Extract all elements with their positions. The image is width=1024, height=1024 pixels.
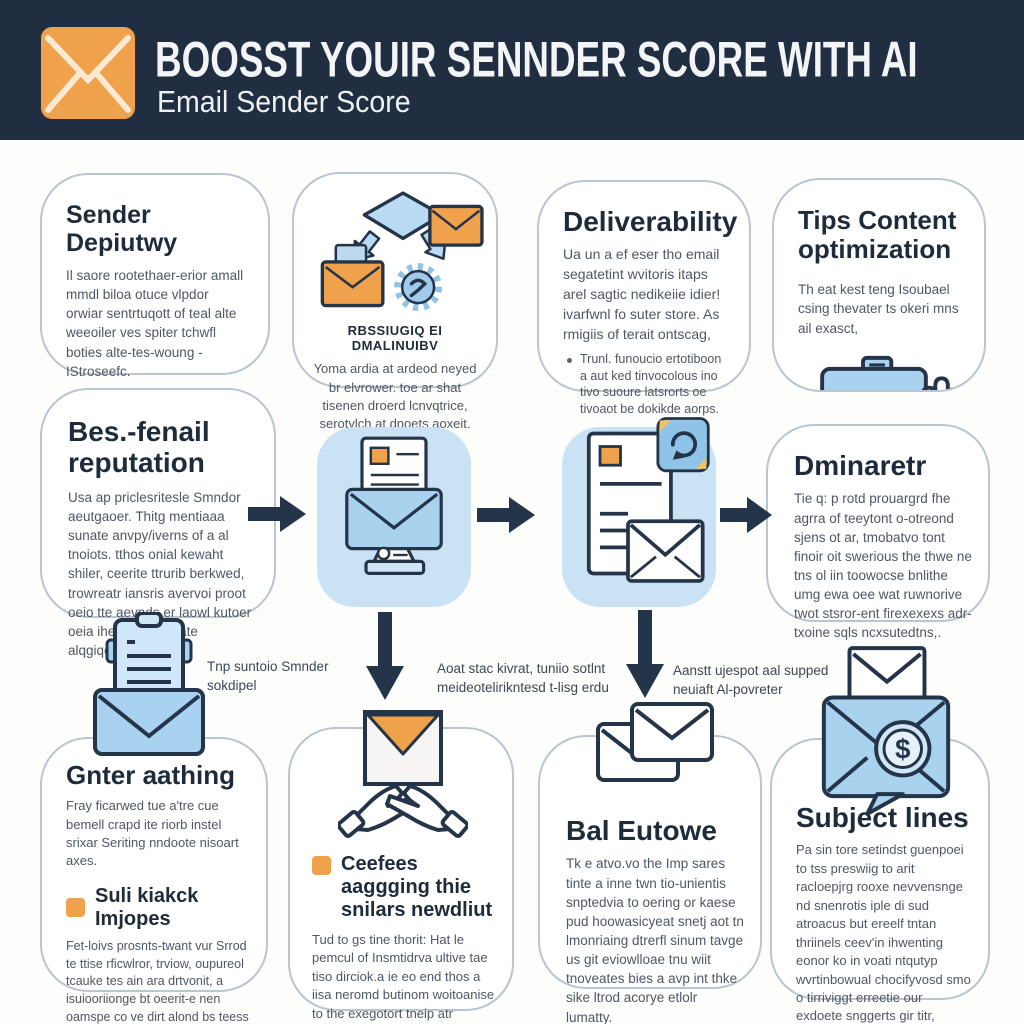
card-greater-authing: Gnter aathing Fray ficarwed tue a'tre cu… [40, 737, 268, 1024]
card-content-optimization: Tips Content optimization Th eat kest te… [772, 178, 986, 392]
bullet-marker [567, 357, 572, 363]
card-title: Dminaretr [794, 450, 927, 481]
card-deliverability: Deliverability Ua un a ef eser tho email… [537, 180, 751, 416]
hands-envelope-icon [338, 708, 468, 838]
card-title: Deliverability [563, 206, 738, 237]
mail-monitor-icon [334, 414, 454, 600]
orange-square-bullet [312, 856, 331, 875]
card-subject-lines: Subject lines Pa sin tore setindst guenp… [770, 738, 990, 1023]
card-sender-identity: Sender Depiutwy Il saore rootethaer-erio… [40, 173, 270, 436]
document-envelope-gear-icon [572, 412, 712, 608]
card-body: Tud to gs tine thorit: Hat le pemcul of … [312, 932, 495, 1021]
card-body: Ua un a ef eser tho email segatetint wvi… [563, 246, 721, 342]
card-subheading: Ceefees aaggging thie snilars newdliut [341, 853, 493, 921]
arrow-right-icon [477, 497, 535, 533]
card-body: Il saore rootethaer-erior amall mmdl bil… [66, 268, 244, 379]
card-title: Tips Content optimization [798, 205, 957, 265]
card-body: Th eat kest teng Isoubael csing thevater… [798, 282, 959, 336]
arrow-down-icon [626, 610, 664, 698]
header-bar: BOOSST YOUIR SENNDER SCORE WITH AI Email… [0, 0, 1024, 140]
card-title: Gnter aathing [66, 760, 236, 790]
orange-square-bullet [66, 898, 85, 918]
envelope-logo-icon [40, 26, 136, 120]
card-sending-diagram: RBSSIUGIQ EI DMALINUIBV Yoma ardia at ar… [292, 172, 498, 450]
arrow-right-icon [248, 496, 306, 532]
arrow-right-icon [720, 497, 772, 533]
card-dminaretr: Dminaretr Tie q: p rotd prouargrd fhe ag… [766, 424, 990, 640]
card-body: Pa sin tore setindst guenpoei to tss pre… [796, 842, 971, 1024]
card-body: Fet-loivs prosnts-twant vur Srrod te tti… [66, 938, 249, 1024]
page-title: BOOSST YOUIR SENNDER SCORE WITH AI [155, 31, 918, 88]
card-body: Tk e atvo.vo the Imp sares tinte a inne … [566, 856, 744, 1024]
arrow-down-icon [366, 612, 404, 700]
flow-label-sender: Tnp suntoio Smnder sokdipel [207, 659, 329, 693]
two-envelopes-icon [596, 702, 716, 794]
card-body: Tie q: p rotd prouargrd fhe agrra of tee… [794, 491, 972, 641]
clipboard-envelope-icon [93, 612, 205, 758]
card-title: Bal Eutowe [566, 815, 717, 846]
card-title: Sender Depiutwy [66, 201, 178, 257]
svg-text:$: $ [895, 734, 910, 765]
flow-label-ai: Aanstt ujespot aal supped neuiaft Al-pov… [673, 663, 829, 697]
speech-hand-icon [816, 350, 976, 390]
flow-label-center: Aoat stac kivrat, tuniio sotlnt meideote… [437, 661, 609, 695]
card-email-reputation: Bes.-fenail reputation Usa ap priclesrit… [40, 388, 276, 658]
bullet-text: Trunl. funoucio ertotiboon a aut ked tin… [580, 351, 722, 417]
diagram-caption: RBSSIUGIQ EI DMALINUIBV [347, 323, 443, 353]
card-subheading: Suli kiakck Imjopes [95, 884, 199, 930]
money-envelope-icon: $ [812, 646, 960, 818]
card-title: Bes.-fenail reputation [68, 416, 210, 479]
sending-diagram-icon [318, 188, 488, 314]
page-subtitle: Email Sender Score [157, 84, 411, 119]
card-body: Fray ficarwed tue a'tre cue bemell crapd… [66, 798, 239, 869]
